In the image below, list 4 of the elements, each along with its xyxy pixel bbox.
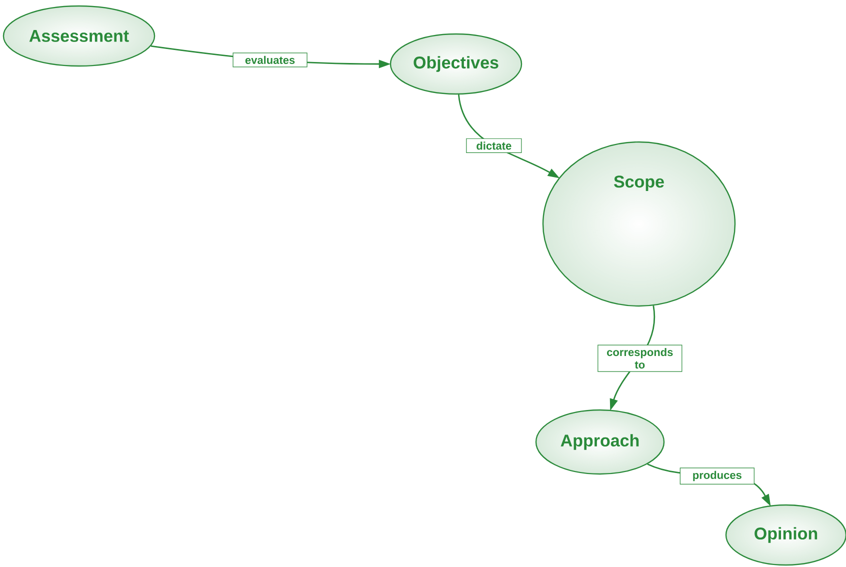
edge-label: dictate xyxy=(466,138,522,153)
edge-label: evaluates xyxy=(232,52,308,68)
edge-label: produces xyxy=(680,468,754,484)
edge-label: corresponds to xyxy=(598,344,682,372)
